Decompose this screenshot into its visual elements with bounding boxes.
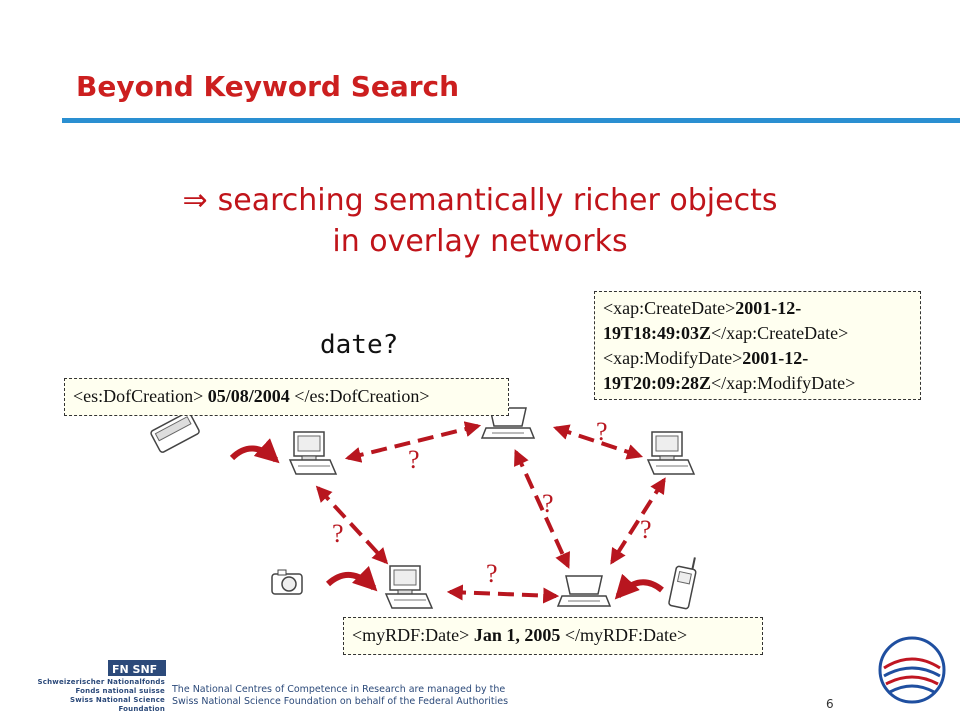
- page-number: 6: [826, 697, 834, 711]
- edge-right: [610, 477, 666, 565]
- curved-arrow-icon: [325, 565, 378, 592]
- xap-modify-open-tag: <xap:ModifyDate>: [603, 348, 743, 368]
- implies-arrow-icon: ⇒: [182, 183, 208, 218]
- footer-text: The National Centres of Competence in Re…: [172, 684, 508, 708]
- computer-icon: [385, 565, 433, 609]
- fnsnf-logo-text: FN SNF: [112, 663, 158, 676]
- camera-icon: [271, 569, 303, 595]
- mobile-phone-icon: [668, 557, 697, 610]
- edge-label: ?: [640, 515, 652, 544]
- slide-title: Beyond Keyword Search: [76, 70, 460, 103]
- query-text: date?: [320, 330, 399, 360]
- xap-create-open-tag: <xap:CreateDate>: [603, 298, 736, 318]
- xap-create-value-2: 19T18:49:03Z: [603, 323, 711, 343]
- snf-line-1: Schweizerischer Nationalfonds: [37, 678, 165, 686]
- xap-line-4: 19T20:09:28Z</xap:ModifyDate>: [603, 371, 912, 396]
- edge-left: [315, 485, 389, 565]
- subtitle-text-1: searching semantically richer objects: [217, 183, 778, 218]
- curved-arrow-icon: [229, 438, 280, 464]
- computer-icon: [647, 431, 695, 475]
- es-metadata-box: <es:DofCreation> 05/08/2004 </es:DofCrea…: [64, 378, 509, 416]
- rdf-open-tag: <myRDF:Date>: [352, 625, 470, 645]
- xap-modify-value-2: 19T20:09:28Z: [603, 373, 711, 393]
- edge-label: ?: [542, 489, 554, 518]
- footer-line-1: The National Centres of Competence in Re…: [172, 684, 506, 695]
- xap-metadata-box: <xap:CreateDate>2001-12- 19T18:49:03Z</x…: [594, 291, 921, 400]
- xap-line-1: <xap:CreateDate>2001-12-: [603, 296, 912, 321]
- snf-line-2: Fonds national suisse: [75, 687, 165, 695]
- es-value: 05/08/2004: [207, 386, 290, 406]
- curved-arrow-icon: [614, 573, 664, 600]
- xap-line-2: 19T18:49:03Z</xap:CreateDate>: [603, 321, 912, 346]
- rdf-close-tag: </myRDF:Date>: [564, 625, 688, 645]
- subtitle-line-1: ⇒ searching semantically richer objects: [0, 183, 960, 218]
- footer-line-2: Swiss National Science Foundation on beh…: [172, 696, 509, 707]
- xap-create-value-1: 2001-12-: [735, 298, 802, 318]
- snf-line-3: Swiss National Science Foundation: [70, 696, 165, 713]
- subtitle-line-2: in overlay networks: [332, 224, 628, 259]
- es-close-tag: </es:DofCreation>: [294, 386, 430, 406]
- nccr-logo: [878, 636, 946, 704]
- scanner-icon: [150, 411, 200, 453]
- edge-top-left: [344, 421, 482, 463]
- edge-label: ?: [486, 559, 498, 588]
- edge-label: ?: [332, 519, 344, 548]
- laptop-icon: [557, 575, 611, 607]
- xap-line-3: <xap:ModifyDate>2001-12-: [603, 346, 912, 371]
- rdf-value: Jan 1, 2005: [473, 625, 561, 645]
- title-rule: [62, 118, 960, 123]
- edge-top-right: [552, 424, 644, 460]
- xap-create-close-tag: </xap:CreateDate>: [711, 323, 849, 343]
- xap-modify-close-tag: </xap:ModifyDate>: [711, 373, 856, 393]
- edge-bottom: [446, 584, 560, 604]
- edge-label: ?: [408, 445, 420, 474]
- es-open-tag: <es:DofCreation>: [73, 386, 204, 406]
- fnsnf-logo: [108, 660, 166, 676]
- edge-middle: [514, 449, 570, 569]
- edge-label: ?: [596, 417, 608, 446]
- computer-icon: [289, 431, 337, 475]
- xap-modify-value-1: 2001-12-: [742, 348, 809, 368]
- rdf-metadata-box: <myRDF:Date> Jan 1, 2005 </myRDF:Date>: [343, 617, 763, 655]
- snf-name: Schweizerischer Nationalfonds Fonds nati…: [30, 678, 165, 714]
